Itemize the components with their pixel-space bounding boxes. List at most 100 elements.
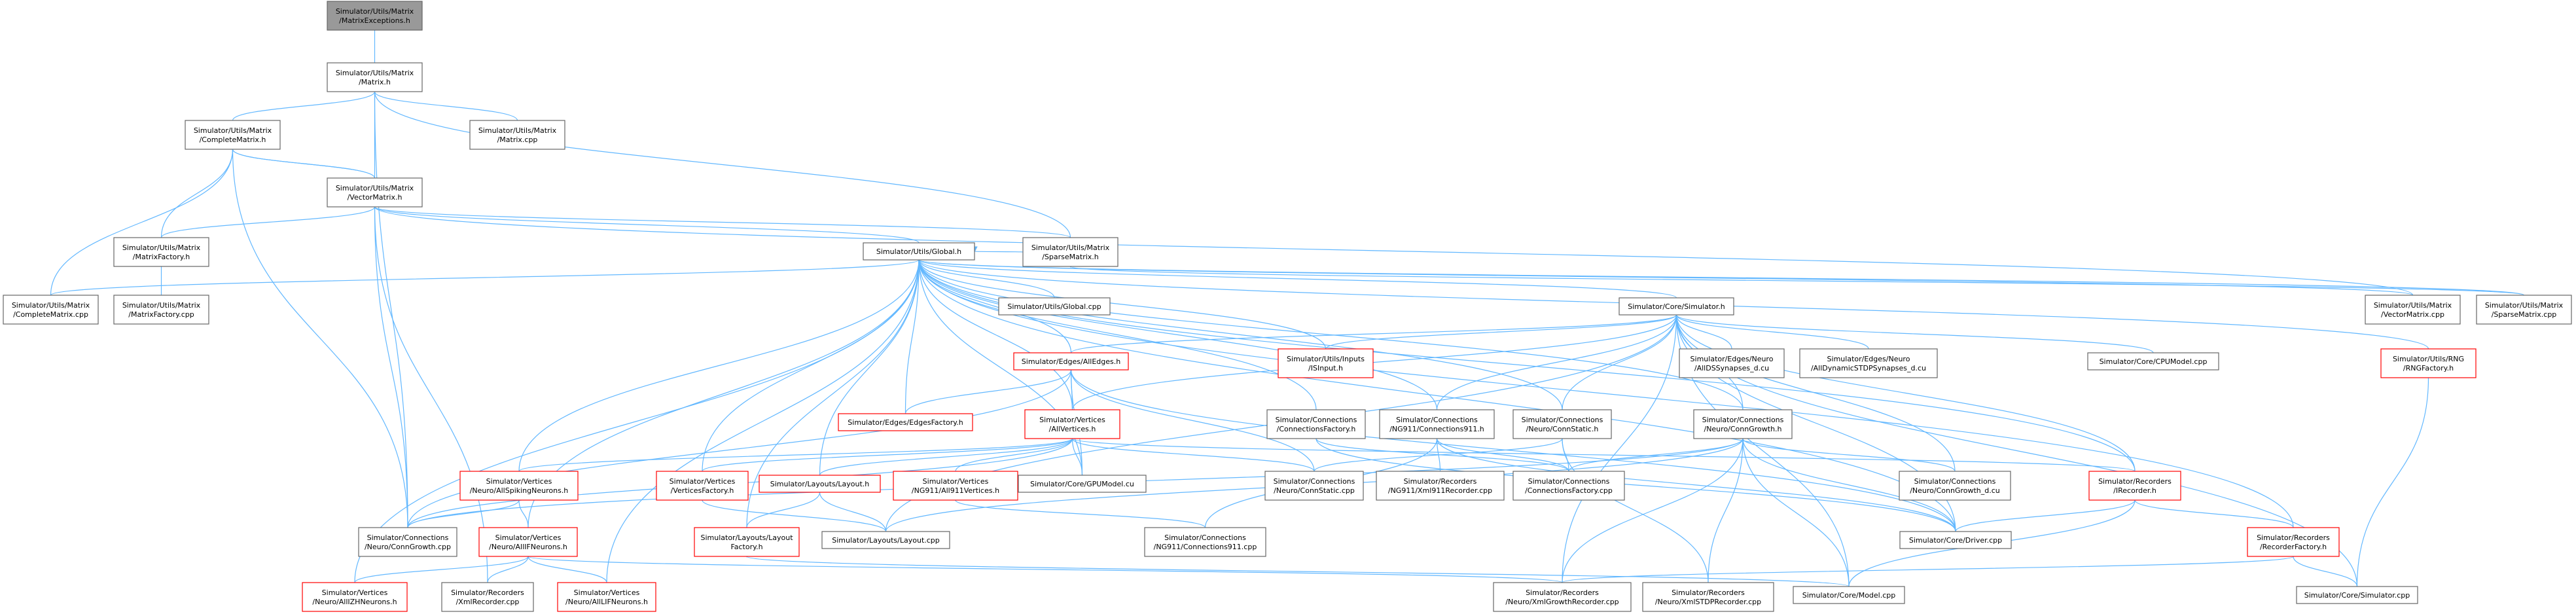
node-connections911_cpp[interactable]: Simulator/Connections/NG911/Connections9… [1144,527,1266,557]
node-conngrowth_cpp[interactable]: Simulator/Connections/Neuro/ConnGrowth.c… [358,527,457,557]
node-box[interactable] [759,475,881,493]
node-box[interactable] [2296,586,2418,604]
node-box[interactable] [1379,409,1495,439]
node-edgesfactory_h[interactable]: Simulator/Edges/EdgesFactory.h [838,413,973,431]
node-box[interactable] [3,295,99,325]
node-vectormatrix_cpp[interactable]: Simulator/Utils/Matrix/VectorMatrix.cpp [2365,295,2461,325]
node-layout_h[interactable]: Simulator/Layouts/Layout.h [759,475,881,493]
node-box[interactable] [1512,471,1625,501]
node-box[interactable] [478,527,578,557]
node-matrix_cpp[interactable]: Simulator/Utils/Matrix/Matrix.cpp [469,120,565,150]
node-box[interactable] [2476,295,2572,325]
node-box[interactable] [998,297,1111,316]
node-box[interactable] [1679,348,1785,378]
node-box[interactable] [694,527,800,557]
node-box[interactable] [1013,352,1129,370]
node-box[interactable] [1022,237,1118,267]
node-box[interactable] [1493,582,1632,612]
node-box[interactable] [821,531,950,549]
node-box[interactable] [2380,348,2477,378]
node-model_cpp[interactable]: Simulator/Core/Model.cpp [1793,586,1905,604]
node-vectormatrix_h[interactable]: Simulator/Utils/Matrix/VectorMatrix.h [327,177,423,208]
node-allifneurons_h[interactable]: Simulator/Vertices/Neuro/AllIFNeurons.h [478,527,578,557]
node-recorderfactory_h[interactable]: Simulator/Recorders/RecorderFactory.h [2247,527,2340,557]
node-box[interactable] [1264,471,1364,501]
node-allspikingneurons_h[interactable]: Simulator/Vertices/Neuro/AllSpikingNeuro… [459,471,579,501]
node-xml911recorder_cpp[interactable]: Simulator/Recorders/NG911/Xml911Recorder… [1376,471,1505,501]
node-layout_cpp[interactable]: Simulator/Layouts/Layout.cpp [821,531,950,549]
node-simulator_cpp[interactable]: Simulator/Core/Simulator.cpp [2296,586,2418,604]
node-box[interactable] [1899,471,2011,501]
node-global_cpp[interactable]: Simulator/Utils/Global.cpp [998,297,1111,316]
node-box[interactable] [557,582,656,612]
node-alledges_h[interactable]: Simulator/Edges/AllEdges.h [1013,352,1129,370]
node-global_h[interactable]: Simulator/Utils/Global.h [863,242,975,261]
node-connectionsfactory_h[interactable]: Simulator/Connections/ConnectionsFactory… [1266,409,1366,439]
node-box[interactable] [469,120,565,150]
node-matrixfactory_h[interactable]: Simulator/Utils/Matrix/MatrixFactory.h [113,237,209,267]
node-irecorder_h[interactable]: Simulator/Recorders/IRecorder.h [2088,471,2181,501]
node-completematrix_cpp[interactable]: Simulator/Utils/Matrix/CompleteMatrix.cp… [3,295,99,325]
node-box[interactable] [2365,295,2461,325]
node-conngrowth_d_cu[interactable]: Simulator/Connections/Neuro/ConnGrowth_d… [1899,471,2011,501]
node-alldynamicstdp[interactable]: Simulator/Edges/Neuro/AllDynamicSTDPSyna… [1799,348,1938,378]
node-box[interactable] [893,471,1018,501]
node-box[interactable] [1024,409,1120,439]
node-allvertices_h[interactable]: Simulator/Vertices/AllVertices.h [1024,409,1120,439]
node-connectionsfactory_cpp[interactable]: Simulator/Connections/ConnectionsFactory… [1512,471,1625,501]
node-completematrix_h[interactable]: Simulator/Utils/Matrix/CompleteMatrix.h [185,120,281,150]
node-box[interactable] [185,120,281,150]
node-box[interactable] [863,242,975,261]
node-box[interactable] [327,62,423,92]
node-connections911_h[interactable]: Simulator/Connections/NG911/Connections9… [1379,409,1495,439]
node-box[interactable] [1266,409,1366,439]
node-alllifneurons_h[interactable]: Simulator/Vertices/Neuro/AllLIFNeurons.h [557,582,656,612]
node-box[interactable] [1018,475,1147,493]
node-box[interactable] [358,527,457,557]
node-box[interactable] [302,582,408,612]
node-all911vertices_h[interactable]: Simulator/Vertices/NG911/All911Vertices.… [893,471,1018,501]
node-box[interactable] [1376,471,1505,501]
node-box[interactable] [1899,531,2012,549]
node-connstatic_h[interactable]: Simulator/Connections/Neuro/ConnStatic.h [1512,409,1612,439]
node-box[interactable] [327,177,423,208]
node-box[interactable] [1799,348,1938,378]
node-box[interactable] [2087,352,2219,370]
node-box[interactable] [1642,582,1774,612]
node-matrixexceptions[interactable]: Simulator/Utils/Matrix/MatrixExceptions.… [327,1,423,31]
node-xmlrecorder_cpp[interactable]: Simulator/Recorders/XmlRecorder.cpp [441,582,534,612]
node-conngrowth_h[interactable]: Simulator/Connections/Neuro/ConnGrowth.h [1693,409,1793,439]
node-box[interactable] [1512,409,1612,439]
node-isinput_h[interactable]: Simulator/Utils/Inputs/ISInput.h [1278,348,1374,378]
node-box[interactable] [1278,348,1374,378]
node-allizhneurons_h[interactable]: Simulator/Vertices/Neuro/AllIZHNeurons.h [302,582,408,612]
node-box[interactable] [459,471,579,501]
node-box[interactable] [1793,586,1905,604]
node-rngfactory_h[interactable]: Simulator/Utils/RNG/RNGFactory.h [2380,348,2477,378]
node-sparsematrix_cpp[interactable]: Simulator/Utils/Matrix/SparseMatrix.cpp [2476,295,2572,325]
node-matrix_h[interactable]: Simulator/Utils/Matrix/Matrix.h [327,62,423,92]
node-verticesfactory_h[interactable]: Simulator/Vertices/VerticesFactory.h [656,471,749,501]
node-gpumodel_cu[interactable]: Simulator/Core/GPUModel.cu [1018,475,1147,493]
node-box[interactable] [113,237,209,267]
node-connstatic_cpp[interactable]: Simulator/Connections/Neuro/ConnStatic.c… [1264,471,1364,501]
node-driver_cpp[interactable]: Simulator/Core/Driver.cpp [1899,531,2012,549]
node-alldssynapses[interactable]: Simulator/Edges/Neuro/AllDSSynapses_d.cu [1679,348,1785,378]
node-box[interactable] [1144,527,1266,557]
node-box[interactable] [2247,527,2340,557]
node-box[interactable] [656,471,749,501]
node-xmlgrowthrecorder_cpp[interactable]: Simulator/Recorders/Neuro/XmlGrowthRecor… [1493,582,1632,612]
node-cpumodel_cpp[interactable]: Simulator/Core/CPUModel.cpp [2087,352,2219,370]
node-xmlstdprecorder_cpp[interactable]: Simulator/Recorders/Neuro/XmlSTDPRecorde… [1642,582,1774,612]
node-box[interactable] [1693,409,1793,439]
node-sparsematrix_h[interactable]: Simulator/Utils/Matrix/SparseMatrix.h [1022,237,1118,267]
node-matrixfactory_cpp[interactable]: Simulator/Utils/Matrix/MatrixFactory.cpp [113,295,209,325]
node-box[interactable] [1619,297,1734,316]
node-box[interactable] [327,1,423,31]
node-simulator_h[interactable]: Simulator/Core/Simulator.h [1619,297,1734,316]
node-box[interactable] [838,413,973,431]
node-box[interactable] [2088,471,2181,501]
node-box[interactable] [113,295,209,325]
node-box[interactable] [441,582,534,612]
